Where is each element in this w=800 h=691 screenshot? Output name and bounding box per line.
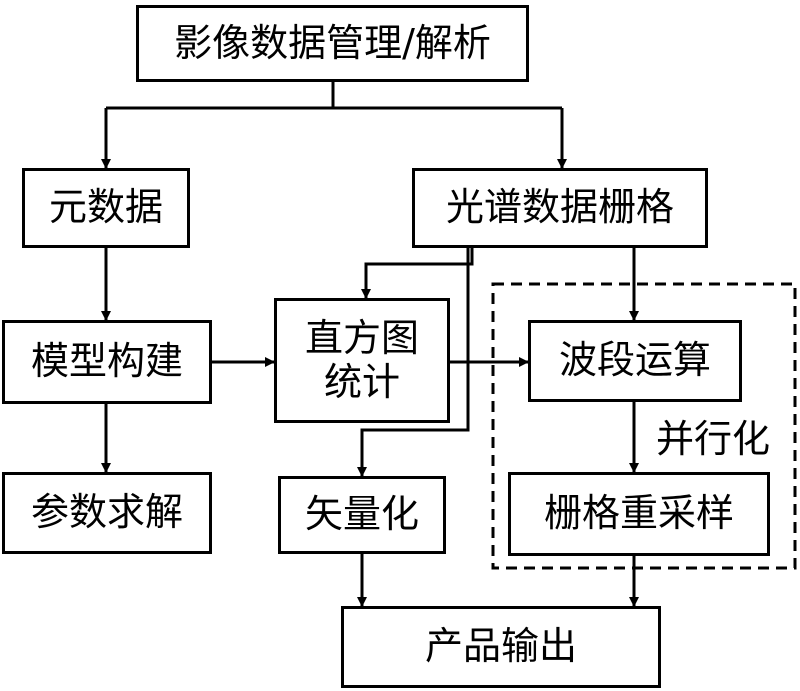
node-model-build: 模型构建 xyxy=(2,320,212,404)
node-histogram: 直方图 统计 xyxy=(274,298,450,423)
parallel-label: 并行化 xyxy=(656,417,771,461)
node-model-build-label: 模型构建 xyxy=(30,339,183,384)
parallel-region xyxy=(491,282,797,570)
node-image-mgmt-label: 影像数据管理/解析 xyxy=(174,20,491,65)
node-vectorize-label: 矢量化 xyxy=(304,492,419,537)
node-metadata: 元数据 xyxy=(22,168,190,248)
node-histogram-label-2: 统计 xyxy=(323,359,400,404)
node-spectral-grid: 光谱数据栅格 xyxy=(412,168,708,248)
node-spectral-grid-label: 光谱数据栅格 xyxy=(445,185,674,230)
node-band-calc: 波段运算 xyxy=(528,320,742,402)
node-output: 产品输出 xyxy=(341,606,661,688)
node-resample: 栅格重采样 xyxy=(508,472,770,556)
node-param-solve: 参数求解 xyxy=(2,472,212,554)
node-band-calc-label: 波段运算 xyxy=(558,338,711,383)
edge-spectral-histogram xyxy=(361,248,474,299)
node-histogram-label-1: 直方图 xyxy=(304,315,419,360)
node-vectorize: 矢量化 xyxy=(278,476,446,554)
node-resample-label: 栅格重采样 xyxy=(543,491,734,536)
node-output-label: 产品输出 xyxy=(424,624,577,669)
node-metadata-label: 元数据 xyxy=(48,185,163,230)
node-param-solve-label: 参数求解 xyxy=(30,490,183,535)
edge-spectral-vectorize xyxy=(357,248,470,477)
node-image-mgmt: 影像数据管理/解析 xyxy=(136,5,529,82)
